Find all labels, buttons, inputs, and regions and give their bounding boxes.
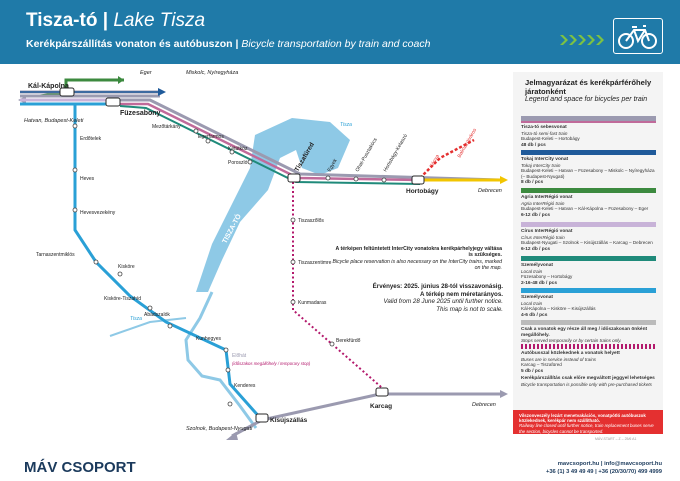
legend-item: Círus InterRégió vonat Círus InterRégió … — [521, 222, 656, 252]
label-heves: Heves — [80, 176, 95, 182]
lake-tisza — [196, 118, 350, 292]
label-debrecen-bottom: Debrecen — [472, 402, 496, 408]
legend-item: Tokaj InterCity vonat Tokaj InterCity tr… — [521, 150, 656, 186]
subtitle-en: Bicycle transportation by train and coac… — [241, 38, 431, 50]
label-tiszaszolos: Tiszaszőlős — [298, 218, 324, 224]
label-fuzesabony: Füzesabony — [120, 110, 161, 117]
label-ohat: Ohat-Pusztakócs — [355, 137, 379, 173]
valid-hu: Érvényes: 2025. június 28-tól visszavoná… — [372, 283, 503, 290]
page-title: Tisza-tó | Lake Tisza — [26, 10, 206, 31]
document-code: MÁV-START – Z – 25/6 A1 — [595, 437, 637, 441]
arrow-debrecen-bottom — [500, 390, 508, 398]
label-eger: Eger — [140, 70, 153, 76]
line-east-3 — [119, 105, 421, 185]
legend-subtitle: Legend and space for bicycles per train — [525, 96, 648, 103]
station-tiszafured-marker — [287, 173, 301, 183]
label-miskolc: Miskolc, Nyíregyháza — [186, 70, 238, 76]
legend-item: Kerékpárszállítás csak előre megváltott … — [521, 376, 655, 387]
label-elohat: Előhát — [232, 353, 247, 359]
route-map: Kál-Kápolna Füzesabony Mezőtárkány Egerf… — [18, 70, 508, 440]
label-hevesvezekeny: Hevesvezekény — [80, 210, 116, 216]
label-debrecen-top: Debrecen — [478, 188, 502, 194]
validity-note: Érvényes: 2025. június 28-tól visszavoná… — [338, 283, 503, 313]
minor-stops — [72, 123, 387, 407]
legend-item: Csak a vonatok egy része áll meg / idősz… — [521, 320, 656, 344]
label-szolnok: Szolnok, Budapest-Nyugati — [186, 426, 253, 432]
closure-note: Vilszonveszély lezárt menetvakációs, von… — [513, 410, 663, 434]
header-bar: Tisza-tó | Lake Tisza Kerékpárszállítás … — [0, 0, 680, 64]
station-kisujszallas-marker — [255, 413, 269, 423]
label-mezotarkany: Mezőtárkány — [152, 124, 181, 130]
mav-logo: MÁV CSOPORT — [24, 459, 136, 476]
arrow-szolnok — [226, 432, 238, 440]
legend-item: Személyvonat Local train Füzesabony – Ho… — [521, 256, 656, 286]
title-hu: Tisza-tó — [26, 10, 98, 31]
label-karcag: Karcag — [370, 403, 392, 410]
label-tiszaszentimre: Tiszaszentimre — [298, 260, 332, 266]
label-hortobagy: Hortobágy — [406, 188, 439, 195]
footer-contact: mavcsoport.hu | info@mavcsoport.hu +36 (… — [532, 460, 662, 476]
line-east-1 — [120, 98, 501, 182]
scale-en: This map is not to scale. — [436, 305, 503, 313]
arrow-miskolc — [158, 88, 166, 96]
scale-hu: A térkép nem méretarányos. — [420, 290, 503, 298]
legend-item: Agria InterRégió vonat Agria InterRégió … — [521, 188, 656, 218]
closure-note-en: Railway line closed until further notice… — [519, 423, 654, 434]
chevrons-icon — [560, 35, 604, 45]
label-kunmadaras: Kunmadaras — [298, 300, 327, 306]
label-kunhegyes: Kunhegyes — [196, 336, 222, 342]
tisza-river — [184, 126, 337, 429]
legend-item: Személyvonat Local train Kál-Kápolna – K… — [521, 288, 656, 318]
label-kisujszallas: Kisújszállás — [270, 417, 308, 424]
footer-phone: +36 (1) 3 49 49 49 | +36 (20/30/70) 499 … — [545, 469, 662, 475]
label-elohat-note: (időszakos megállóhely / temporary stop) — [232, 361, 311, 366]
label-kal-kapolna: Kál-Kápolna — [28, 83, 69, 90]
tisza-river-left — [109, 317, 187, 337]
label-tarnaszentmiklos: Tarnaszentmiklós — [36, 252, 75, 258]
valid-en: Valid from 28 June 2025 until further no… — [383, 298, 503, 306]
page-subtitle: Kerékpárszállítás vonaton és autóbuszon … — [26, 38, 431, 50]
reservation-note: A térképen feltüntetett InterCity vonato… — [330, 246, 502, 272]
closure-note-hu: Vilszonveszély lezárt menetvakációs, von… — [519, 413, 646, 424]
line-local-sw — [231, 418, 263, 438]
label-balmazujvaros: Balmazújváros — [457, 127, 479, 159]
label-kiskore-tiszahid: Kisköre-Tiszahíd — [104, 296, 141, 302]
line-east-2 — [120, 102, 421, 182]
label-berekfurdo: Berekfürdő — [336, 338, 361, 344]
label-erdotelek: Erdőtelek — [80, 136, 102, 142]
label-konya: Kónya — [429, 154, 441, 169]
reservation-note-hu: A térképen feltüntetett InterCity vonato… — [335, 246, 502, 259]
station-karcag-marker — [375, 387, 389, 397]
label-egerfarmos: Egerfarmos — [198, 134, 224, 140]
label-hortobagy-kalaz: Hortobágy-Kelaszó — [383, 133, 410, 173]
label-hatvan: Hatvan, Budapest-Keleti — [24, 118, 84, 124]
station-markers — [59, 87, 425, 423]
footer-web[interactable]: mavcsoport.hu | info@mavcsoport.hu — [557, 461, 662, 467]
legend-item: Autóbusszal közlekednek a vonatok helyet… — [521, 344, 656, 374]
reservation-note-en: Bicycle place reservation is also necess… — [332, 258, 502, 272]
label-tisza-top: Tisza — [340, 122, 352, 128]
label-kiskore: Kisköre — [118, 264, 135, 270]
subtitle-hu: Kerékpárszállítás vonaton és autóbuszon — [26, 38, 233, 50]
label-poroszlo: Poroszló — [228, 160, 248, 166]
label-kenderes: Kenderes — [234, 383, 256, 389]
label-kotelek: Kétútköz — [228, 146, 248, 152]
legend-item: Tisza-tó sebesvonat Tisza-tó semi-fast t… — [521, 116, 656, 148]
arrow-eger — [118, 76, 124, 84]
label-tisza-left: Tisza — [130, 316, 142, 322]
station-fuzesabony-marker — [105, 97, 121, 107]
legend-title: Jelmagyarázat és kerékpárférőhely járato… — [525, 78, 652, 96]
legend-panel: Jelmagyarázat és kerékpárférőhely járato… — [513, 72, 663, 434]
bicycle-icon — [613, 18, 663, 54]
arrow-debrecen-top — [500, 176, 508, 184]
station-hortobagy-marker — [411, 175, 425, 185]
line-bus — [292, 182, 385, 391]
label-abadszalok: Abádszalók — [144, 312, 170, 318]
station-kal-kapolna-marker — [59, 87, 75, 97]
title-en: Lake Tisza — [113, 10, 206, 31]
